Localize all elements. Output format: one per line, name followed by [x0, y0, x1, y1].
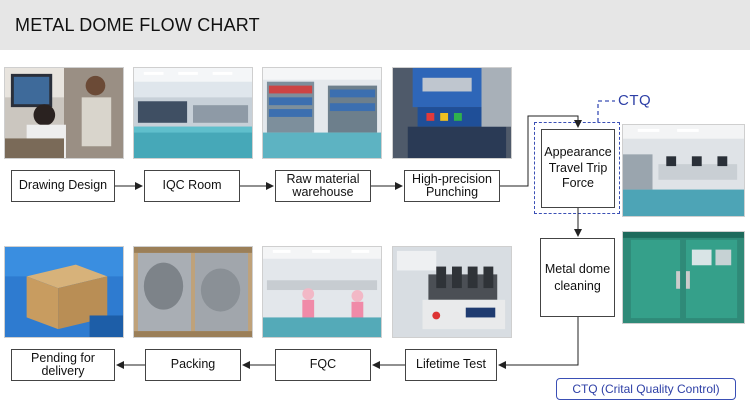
- ctq-label: CTQ: [618, 92, 652, 109]
- punching-machine-photo: [392, 67, 512, 159]
- step-lifetime-test-label: Lifetime Test: [416, 357, 486, 372]
- step-drawing-design: Drawing Design: [11, 170, 115, 202]
- ctq-legend-text: CTQ (Crital Quality Control): [572, 382, 720, 396]
- delivery-box-photo: [4, 246, 124, 338]
- inspection-lab-photo: [622, 124, 745, 217]
- step-packing-label: Packing: [170, 357, 216, 372]
- step-iqc-room-label: IQC Room: [162, 178, 222, 193]
- step-metal-dome-cleaning: Metal dome cleaning: [540, 238, 615, 317]
- step-appearance-travel-trip-force-label: Appearance Travel Trip Force: [544, 145, 612, 191]
- step-pending-for-delivery: Pending for delivery: [11, 349, 115, 381]
- header-bar: METAL DOME FLOW CHART: [0, 0, 750, 50]
- packing-photo: [133, 246, 253, 338]
- fqc-workshop-photo: [262, 246, 382, 338]
- step-high-precision-punching-label: High-precision Punching: [412, 171, 492, 199]
- iqc-room-photo: [133, 67, 253, 159]
- step-fqc: FQC: [275, 349, 371, 381]
- design-office-photo: [4, 67, 124, 159]
- step-iqc-room: IQC Room: [144, 170, 240, 202]
- step-drawing-design-label: Drawing Design: [18, 178, 108, 193]
- step-appearance-travel-trip-force: Appearance Travel Trip Force: [541, 129, 615, 208]
- ctq-dashed-connector: [597, 100, 615, 122]
- ctq-legend: CTQ (Crital Quality Control): [556, 378, 736, 400]
- page-title: METAL DOME FLOW CHART: [15, 15, 260, 35]
- lifetime-tester-photo: [392, 246, 512, 338]
- step-metal-dome-cleaning-label: Metal dome cleaning: [544, 261, 611, 293]
- cleaning-chamber-photo: [622, 231, 745, 324]
- step-fqc-label: FQC: [309, 357, 337, 372]
- step-packing: Packing: [145, 349, 241, 381]
- step-raw-material-warehouse-label: Raw material warehouse: [286, 171, 360, 199]
- step-pending-for-delivery-label: Pending for delivery: [31, 350, 95, 378]
- step-high-precision-punching: High-precision Punching: [404, 170, 500, 202]
- step-lifetime-test: Lifetime Test: [405, 349, 497, 381]
- warehouse-photo: [262, 67, 382, 159]
- step-raw-material-warehouse: Raw material warehouse: [275, 170, 371, 202]
